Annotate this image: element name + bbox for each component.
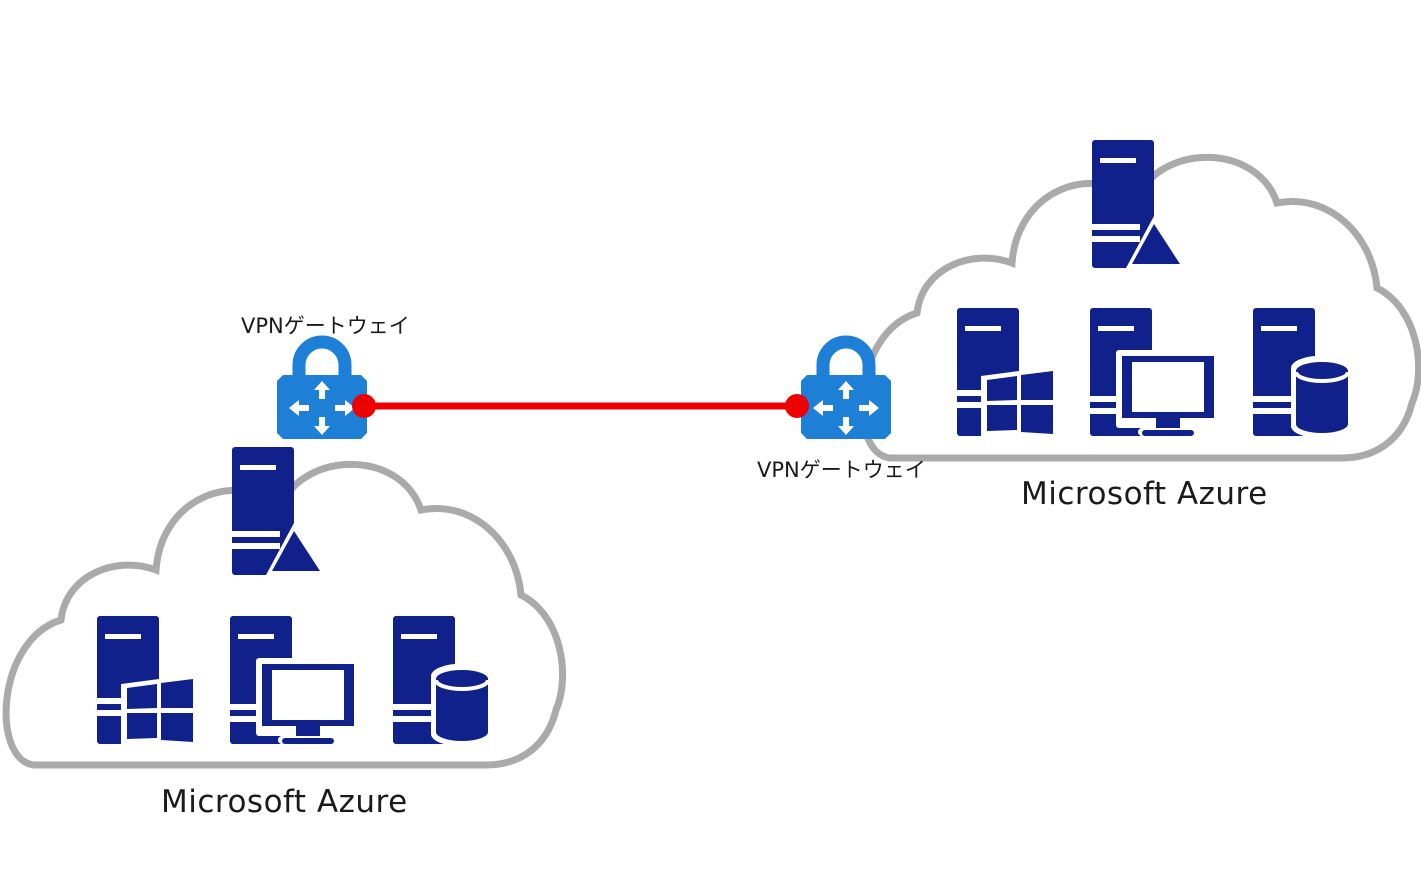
vpn-gateway-lock-icon [277,335,367,439]
server-linux-icon [1092,140,1186,268]
connection-endpoint-left [352,394,376,418]
server-database-icon [393,616,493,747]
vpn-gateway-lock-icon [801,335,891,439]
server-desktop-icon [230,616,360,744]
cloud-label-left: Microsoft Azure [161,784,408,820]
gateway-label-left: VPNゲートウェイ [241,314,410,338]
server-linux-icon [232,447,326,575]
server-database-icon [1253,308,1353,439]
server-windows-icon [957,308,1057,440]
gateway-label-right: VPNゲートウェイ [757,458,926,482]
connection-endpoint-right [785,394,809,418]
cloud-label-right: Microsoft Azure [1021,476,1268,512]
server-desktop-icon [1090,308,1220,436]
server-windows-icon [97,616,197,748]
